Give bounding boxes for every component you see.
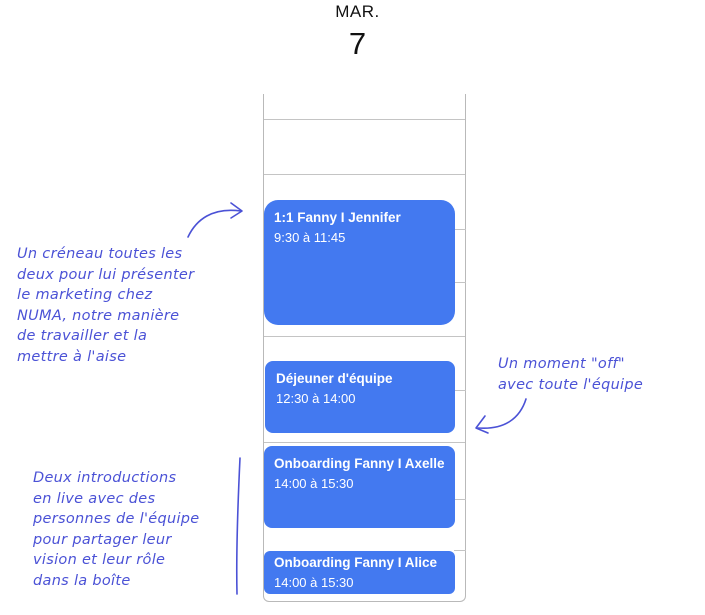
event-time: 12:30 à 14:00 <box>276 391 356 406</box>
hour-line <box>264 119 465 120</box>
day-name: MAR. <box>335 2 380 21</box>
day-column: 1:1 Fanny I Jennifer 9:30 à 11:45 Déjeun… <box>263 94 466 602</box>
event-onboarding-alice[interactable]: Onboarding Fanny I Alice 14:00 à 15:30 <box>264 551 455 594</box>
half-hour-line <box>454 282 466 283</box>
annotation-onboarding: Deux introductions en live avec des pers… <box>33 470 200 589</box>
annotation-jennifer: Un créneau toutes les deux pour lui prés… <box>17 246 195 365</box>
event-title: 1:1 Fanny I Jennifer <box>274 210 401 225</box>
hour-line <box>264 442 465 443</box>
half-hour-line <box>454 390 466 391</box>
event-dejeuner[interactable]: Déjeuner d'équipe 12:30 à 14:00 <box>265 361 455 433</box>
event-onboarding-axelle[interactable]: Onboarding Fanny I Axelle 14:00 à 15:30 <box>264 446 455 528</box>
annotation-dejeuner: Un moment "off" avec toute l'équipe <box>498 356 644 393</box>
event-title: Déjeuner d'équipe <box>276 371 393 386</box>
event-title: Onboarding Fanny I Alice <box>274 555 438 570</box>
hour-line <box>264 174 465 175</box>
half-hour-line <box>454 550 466 551</box>
event-time: 14:00 à 15:30 <box>274 476 354 491</box>
day-number: 7 <box>348 26 367 61</box>
event-time: 14:00 à 15:30 <box>274 575 354 590</box>
event-time: 9:30 à 11:45 <box>274 230 346 245</box>
event-jennifer[interactable]: 1:1 Fanny I Jennifer 9:30 à 11:45 <box>264 200 455 325</box>
hour-line <box>264 336 465 337</box>
event-title: Onboarding Fanny I Axelle <box>274 456 445 471</box>
half-hour-line <box>454 499 466 500</box>
half-hour-line <box>454 229 466 230</box>
